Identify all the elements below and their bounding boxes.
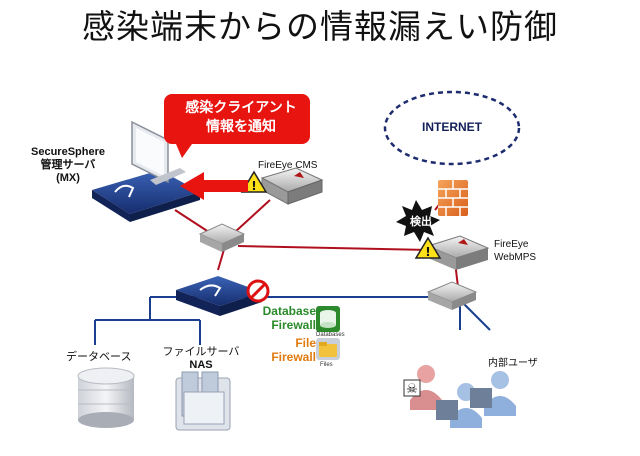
file-server-icon bbox=[175, 371, 231, 431]
callout-line2: 情報を通知 bbox=[206, 118, 276, 134]
database-server-icon bbox=[77, 367, 135, 428]
mx-label: SecureSphere 管理サーバ (MX) bbox=[20, 146, 116, 185]
cms-label: FireEye CMS bbox=[258, 160, 318, 171]
mx-label-line1: SecureSphere bbox=[31, 146, 105, 158]
webmps-label-line1: FireEye bbox=[494, 239, 529, 250]
files-caption: Files bbox=[320, 362, 333, 368]
mx-label-line2: 管理サーバ bbox=[40, 159, 96, 171]
database-icon bbox=[316, 306, 340, 332]
detect-label: 検出 bbox=[410, 216, 432, 228]
firewall-icon bbox=[438, 180, 468, 216]
webmps-label-line2: WebMPS bbox=[494, 252, 537, 263]
svg-text:!: ! bbox=[425, 245, 430, 259]
file-server-line1: ファイルサーバ bbox=[162, 346, 240, 358]
internal-users-label: 内部ユーザ bbox=[488, 358, 538, 369]
notify-callout-shape bbox=[164, 94, 310, 200]
db-firewall-line1: Database bbox=[262, 304, 316, 318]
callout-text: 感染クライアント 情報を通知 bbox=[172, 98, 310, 136]
internet-label: INTERNET bbox=[422, 120, 482, 134]
mx-server-icon bbox=[92, 120, 200, 222]
file-firewall-line1: File bbox=[295, 336, 316, 350]
svg-text:!: ! bbox=[251, 179, 256, 193]
db-firewall-line2: Firewall bbox=[271, 318, 316, 332]
detect-starburst bbox=[396, 200, 440, 242]
file-server-label: ファイルサーバ NAS bbox=[156, 346, 246, 372]
database-server-label: データベース bbox=[66, 351, 132, 363]
file-firewall-label: File Firewall bbox=[252, 336, 316, 364]
file-firewall-line2: Firewall bbox=[271, 350, 316, 364]
internet-cloud bbox=[383, 90, 521, 166]
callout-line1: 感染クライアント bbox=[185, 99, 297, 115]
switch-left-icon bbox=[198, 223, 246, 252]
securesphere-gateway-icon bbox=[176, 276, 262, 316]
svg-text:☠: ☠ bbox=[406, 382, 418, 397]
folder-icon bbox=[316, 338, 340, 360]
switch-right-icon bbox=[426, 281, 478, 310]
internal-users-icon: ☠ bbox=[403, 365, 516, 428]
mx-label-line3: (MX) bbox=[56, 172, 80, 184]
db-firewall-label: Database Firewall bbox=[252, 304, 316, 332]
file-server-line2: NAS bbox=[189, 359, 213, 371]
block-icon bbox=[246, 279, 270, 303]
fireeye-cms-icon bbox=[260, 167, 324, 205]
webmps-label: FireEye WebMPS bbox=[494, 238, 536, 264]
databases-caption: Databases bbox=[316, 332, 345, 338]
warning-icon-webmps: ! bbox=[414, 236, 442, 259]
page-title: 感染端末からの情報漏えい防御 bbox=[82, 7, 558, 46]
